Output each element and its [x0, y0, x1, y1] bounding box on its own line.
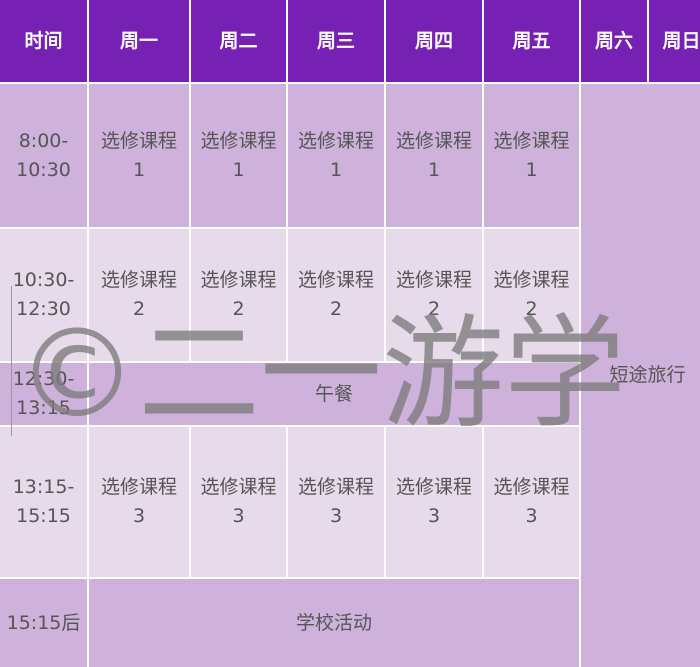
- course-name: 选修课程: [100, 129, 177, 152]
- course-cell-mon-1: 选修课程 1: [89, 84, 189, 227]
- course-name: 选修课程: [200, 269, 277, 291]
- course-name: 选修课程: [100, 269, 177, 291]
- time-start: 8:00-: [18, 129, 69, 152]
- course-number: 1: [427, 158, 441, 181]
- course-number: 2: [525, 298, 538, 320]
- time-start: 10:30-: [12, 269, 75, 291]
- course-name: 选修课程: [395, 269, 472, 291]
- time-slot-1: 8:00- 10:30: [0, 84, 87, 227]
- course-name: 选修课程: [297, 129, 374, 152]
- course-number: 1: [329, 158, 343, 181]
- course-number: 2: [232, 298, 245, 320]
- header-thursday: 周四: [386, 0, 482, 82]
- weekend-trip-label: 短途旅行: [609, 364, 686, 386]
- course-cell-mon-2: 选修课程 2: [89, 229, 189, 361]
- school-activity-label: 学校活动: [295, 611, 372, 634]
- course-name: 选修课程: [200, 476, 277, 498]
- time-end: 12:30: [16, 298, 71, 320]
- course-number: 3: [132, 505, 146, 527]
- course-name: 选修课程: [493, 129, 570, 152]
- course-cell-wed-3: 选修课程 3: [288, 427, 384, 577]
- school-activity-cell: 学校活动: [89, 579, 579, 667]
- time-start: 12:30-: [12, 368, 75, 390]
- course-name: 选修课程: [297, 476, 374, 498]
- course-name: 选修课程: [493, 476, 570, 498]
- weekend-trip-cell: 短途旅行: [581, 84, 700, 667]
- course-name: 选修课程: [100, 476, 177, 498]
- header-monday: 周一: [89, 0, 189, 82]
- course-cell-thu-3: 选修课程 3: [386, 427, 482, 577]
- course-cell-fri-1: 选修课程 1: [484, 84, 579, 227]
- header-saturday: 周六: [581, 0, 647, 82]
- header-tuesday: 周二: [191, 0, 286, 82]
- course-cell-tue-1: 选修课程 1: [191, 84, 286, 227]
- header-time: 时间: [0, 0, 87, 82]
- course-cell-thu-1: 选修课程 1: [386, 84, 482, 227]
- time-end: 13:15: [16, 397, 71, 419]
- time-label: 15:15后: [6, 611, 81, 634]
- course-name: 选修课程: [493, 269, 570, 291]
- time-slot-4: 13:15- 15:15: [0, 427, 87, 577]
- course-number: 2: [329, 298, 343, 320]
- header-wednesday: 周三: [288, 0, 384, 82]
- course-cell-mon-3: 选修课程 3: [89, 427, 189, 577]
- course-number: 1: [132, 158, 146, 181]
- lunch-cell: 午餐: [89, 363, 579, 425]
- course-cell-fri-3: 选修课程 3: [484, 427, 579, 577]
- lunch-label: 午餐: [314, 382, 353, 405]
- time-end: 10:30: [16, 158, 71, 181]
- header-sunday: 周日: [649, 0, 700, 82]
- course-number: 1: [232, 158, 245, 181]
- course-name: 选修课程: [395, 476, 472, 498]
- course-name: 选修课程: [200, 129, 277, 152]
- course-name: 选修课程: [395, 129, 472, 152]
- course-number: 1: [525, 158, 538, 181]
- time-start: 13:15-: [12, 476, 75, 498]
- course-number: 3: [525, 505, 538, 527]
- course-cell-thu-2: 选修课程 2: [386, 229, 482, 361]
- course-number: 3: [427, 505, 441, 527]
- course-number: 2: [427, 298, 441, 320]
- course-number: 3: [232, 505, 245, 527]
- course-cell-fri-2: 选修课程 2: [484, 229, 579, 361]
- course-cell-wed-1: 选修课程 1: [288, 84, 384, 227]
- time-end: 15:15: [16, 505, 71, 527]
- course-cell-tue-2: 选修课程 2: [191, 229, 286, 361]
- course-number: 3: [329, 505, 343, 527]
- time-slot-5: 15:15后: [0, 579, 87, 667]
- time-slot-2: 10:30- 12:30: [0, 229, 87, 361]
- course-name: 选修课程: [297, 269, 374, 291]
- course-cell-wed-2: 选修课程 2: [288, 229, 384, 361]
- course-number: 2: [132, 298, 146, 320]
- header-friday: 周五: [484, 0, 579, 82]
- course-cell-tue-3: 选修课程 3: [191, 427, 286, 577]
- time-slot-3: 12:30- 13:15: [0, 363, 87, 425]
